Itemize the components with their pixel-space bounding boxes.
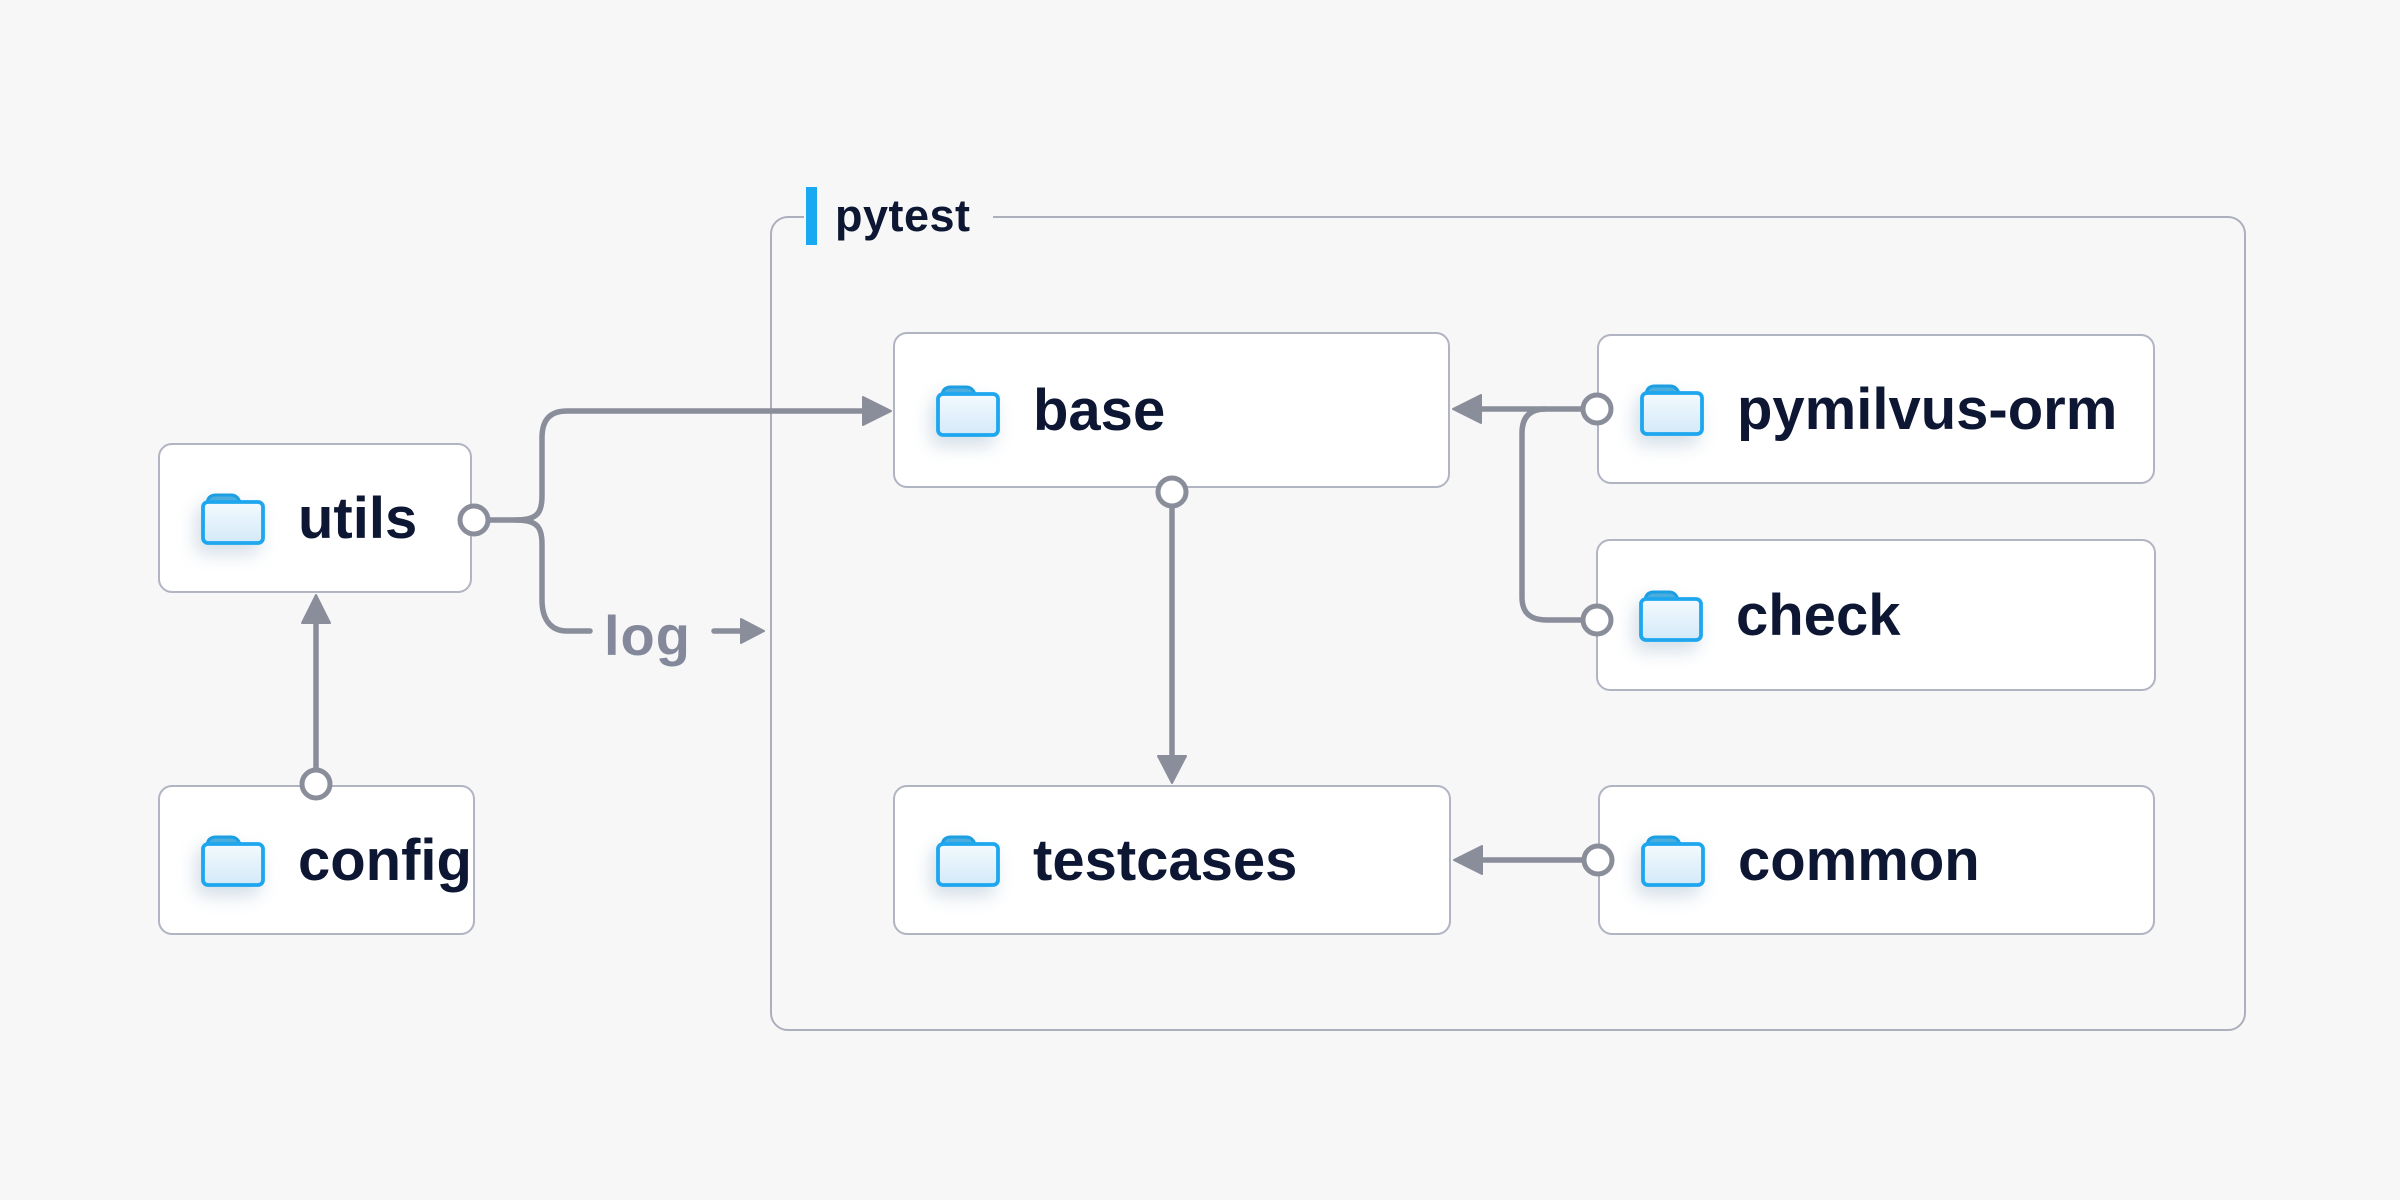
folder-icon (1638, 587, 1704, 643)
log-edge-label: log (604, 604, 691, 667)
folder-node-pymilvus-orm: pymilvus-orm (1597, 334, 2155, 484)
folder-node-label: check (1736, 582, 1901, 648)
folder-node-label: utils (298, 485, 418, 551)
folder-icon (935, 382, 1001, 438)
folder-node-label: base (1033, 377, 1166, 443)
folder-node-label: config (298, 827, 472, 893)
folder-node-label: common (1738, 827, 1980, 893)
pytest-group-container (770, 216, 2246, 1031)
folder-node-label: pymilvus-orm (1737, 376, 2118, 442)
folder-node-config: config (158, 785, 475, 935)
folder-node-label: testcases (1033, 827, 1298, 893)
folder-node-testcases: testcases (893, 785, 1451, 935)
accent-bar (806, 187, 817, 245)
folder-node-common: common (1598, 785, 2155, 935)
folder-icon (1639, 381, 1705, 437)
folder-icon (935, 832, 1001, 888)
pytest-group-label-text: pytest (835, 190, 971, 241)
edge-config-utils (299, 594, 333, 801)
folder-icon (200, 832, 266, 888)
folder-icon (1640, 832, 1706, 888)
folder-icon (200, 490, 266, 546)
folder-node-base: base (893, 332, 1450, 488)
folder-node-check: check (1596, 539, 2156, 691)
pytest-group-label: pytest (804, 186, 993, 246)
folder-node-utils: utils (158, 443, 472, 593)
